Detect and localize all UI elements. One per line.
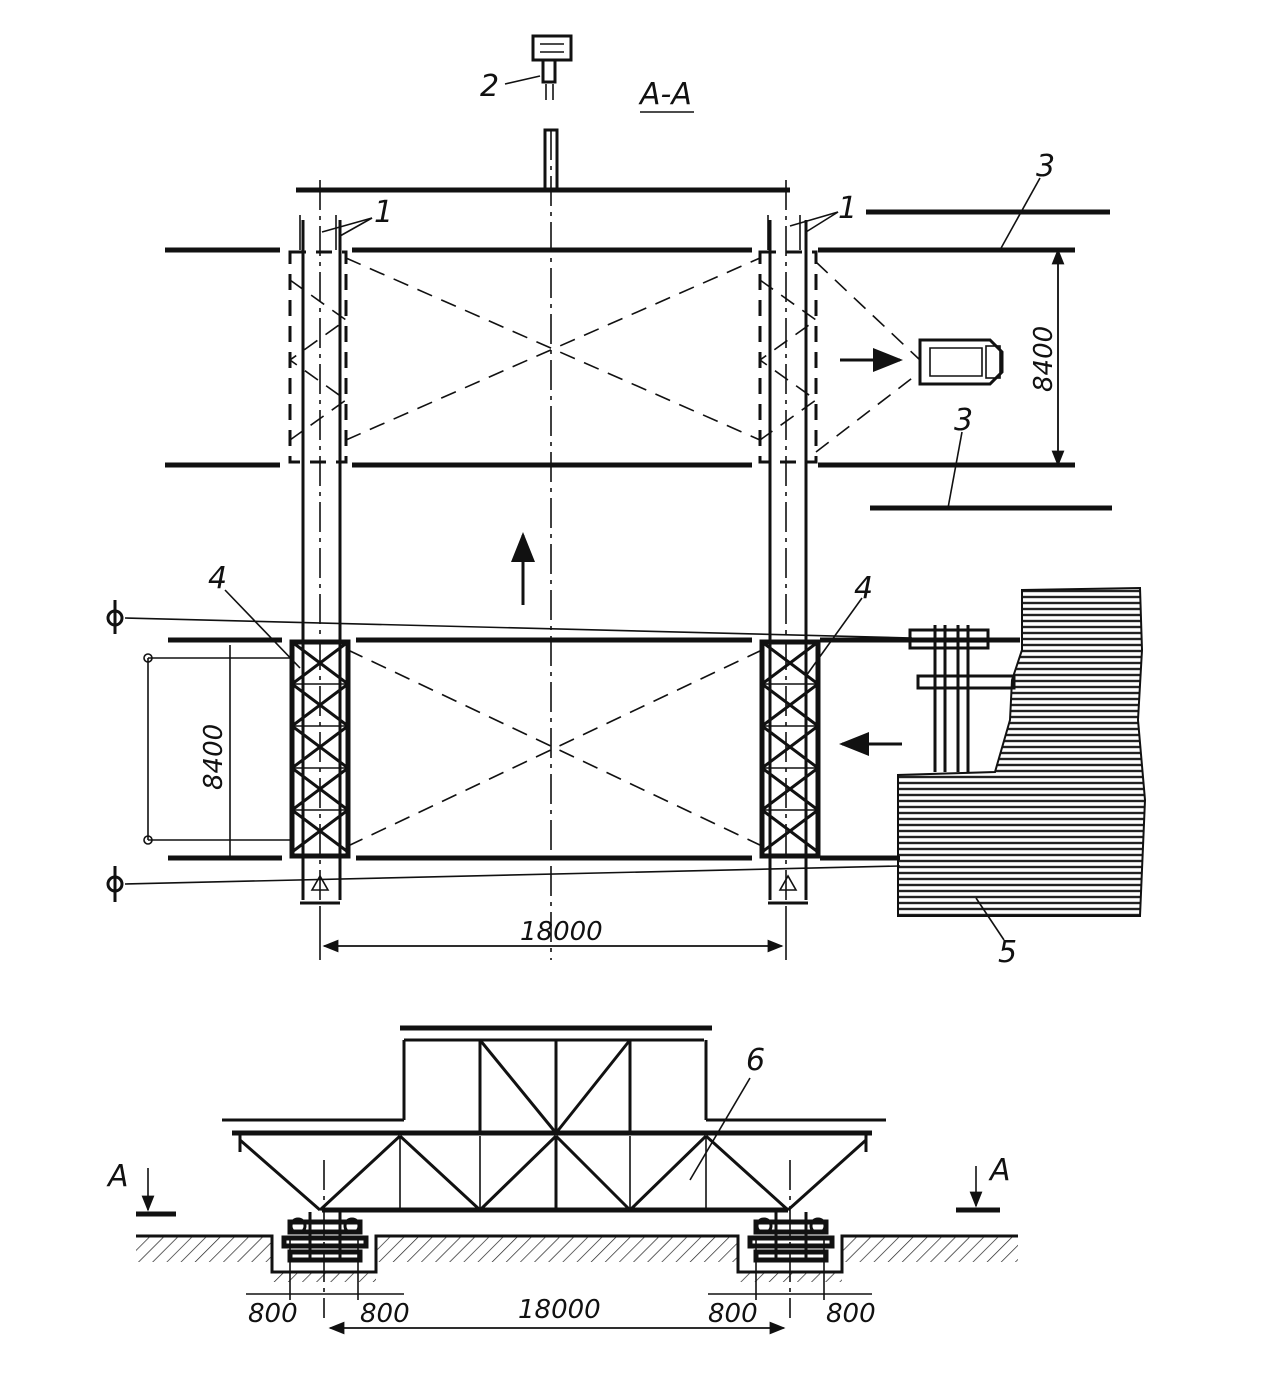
section-title: А-А — [638, 77, 692, 112]
label-6: 6 — [746, 1043, 765, 1078]
leader-lines — [224, 177, 1041, 941]
q-symbol-top — [106, 600, 124, 634]
label-3-bottom: 3 — [954, 403, 973, 438]
label-2: 2 — [480, 69, 499, 104]
tractor-icon — [918, 338, 1004, 386]
upper-bay-bracing — [345, 257, 921, 453]
left-support — [281, 1212, 369, 1263]
elevation-axes — [246, 1160, 872, 1318]
dim-label-bay-right: 8400 — [1029, 326, 1059, 392]
plan-view: А-А 2 1 1 3 3 4 4 5 Q Q 8400 8400 18000 — [106, 34, 1147, 970]
dim-label-offset-3: 800 — [708, 1299, 758, 1329]
dim-label-span-elevation: 18000 — [518, 1295, 601, 1325]
elevation-view: A A 6 800 800 800 800 18000 — [106, 1025, 1018, 1335]
q-line-bottom — [124, 865, 901, 885]
label-4-right: 4 — [854, 571, 873, 606]
leader-line-2 — [504, 75, 541, 85]
dim-label-offset-1: 800 — [248, 1299, 298, 1329]
label-3-top: 3 — [1036, 149, 1055, 184]
label-4-left: 4 — [208, 561, 227, 596]
dim-label-bay-left: 8400 — [199, 724, 229, 790]
rail-lines — [165, 209, 1112, 861]
lower-bay-bracing — [347, 649, 763, 847]
q-symbol-bottom — [106, 866, 124, 902]
left-column — [288, 180, 351, 905]
crane-icon — [531, 34, 573, 108]
dim-span-plan — [319, 906, 787, 960]
dim-label-span-plan: 18000 — [520, 917, 603, 947]
dim-label-offset-2: 800 — [360, 1299, 410, 1329]
right-support — [747, 1212, 835, 1263]
section-cut-right — [956, 1166, 1000, 1213]
leader-line-6 — [689, 1077, 751, 1181]
label-1-right: 1 — [838, 191, 857, 226]
q-line-top — [124, 617, 913, 639]
label-1-left: 1 — [374, 195, 393, 230]
dim-label-offset-4: 800 — [826, 1299, 876, 1329]
section-cut-label-left: A — [106, 1159, 129, 1194]
dim-bay-left — [143, 645, 290, 858]
section-cut-label-right: A — [988, 1153, 1011, 1188]
winch-block — [897, 586, 1147, 917]
section-cut-left — [136, 1168, 176, 1217]
right-column — [758, 180, 821, 905]
truss — [239, 1134, 868, 1213]
label-5: 5 — [998, 935, 1017, 970]
